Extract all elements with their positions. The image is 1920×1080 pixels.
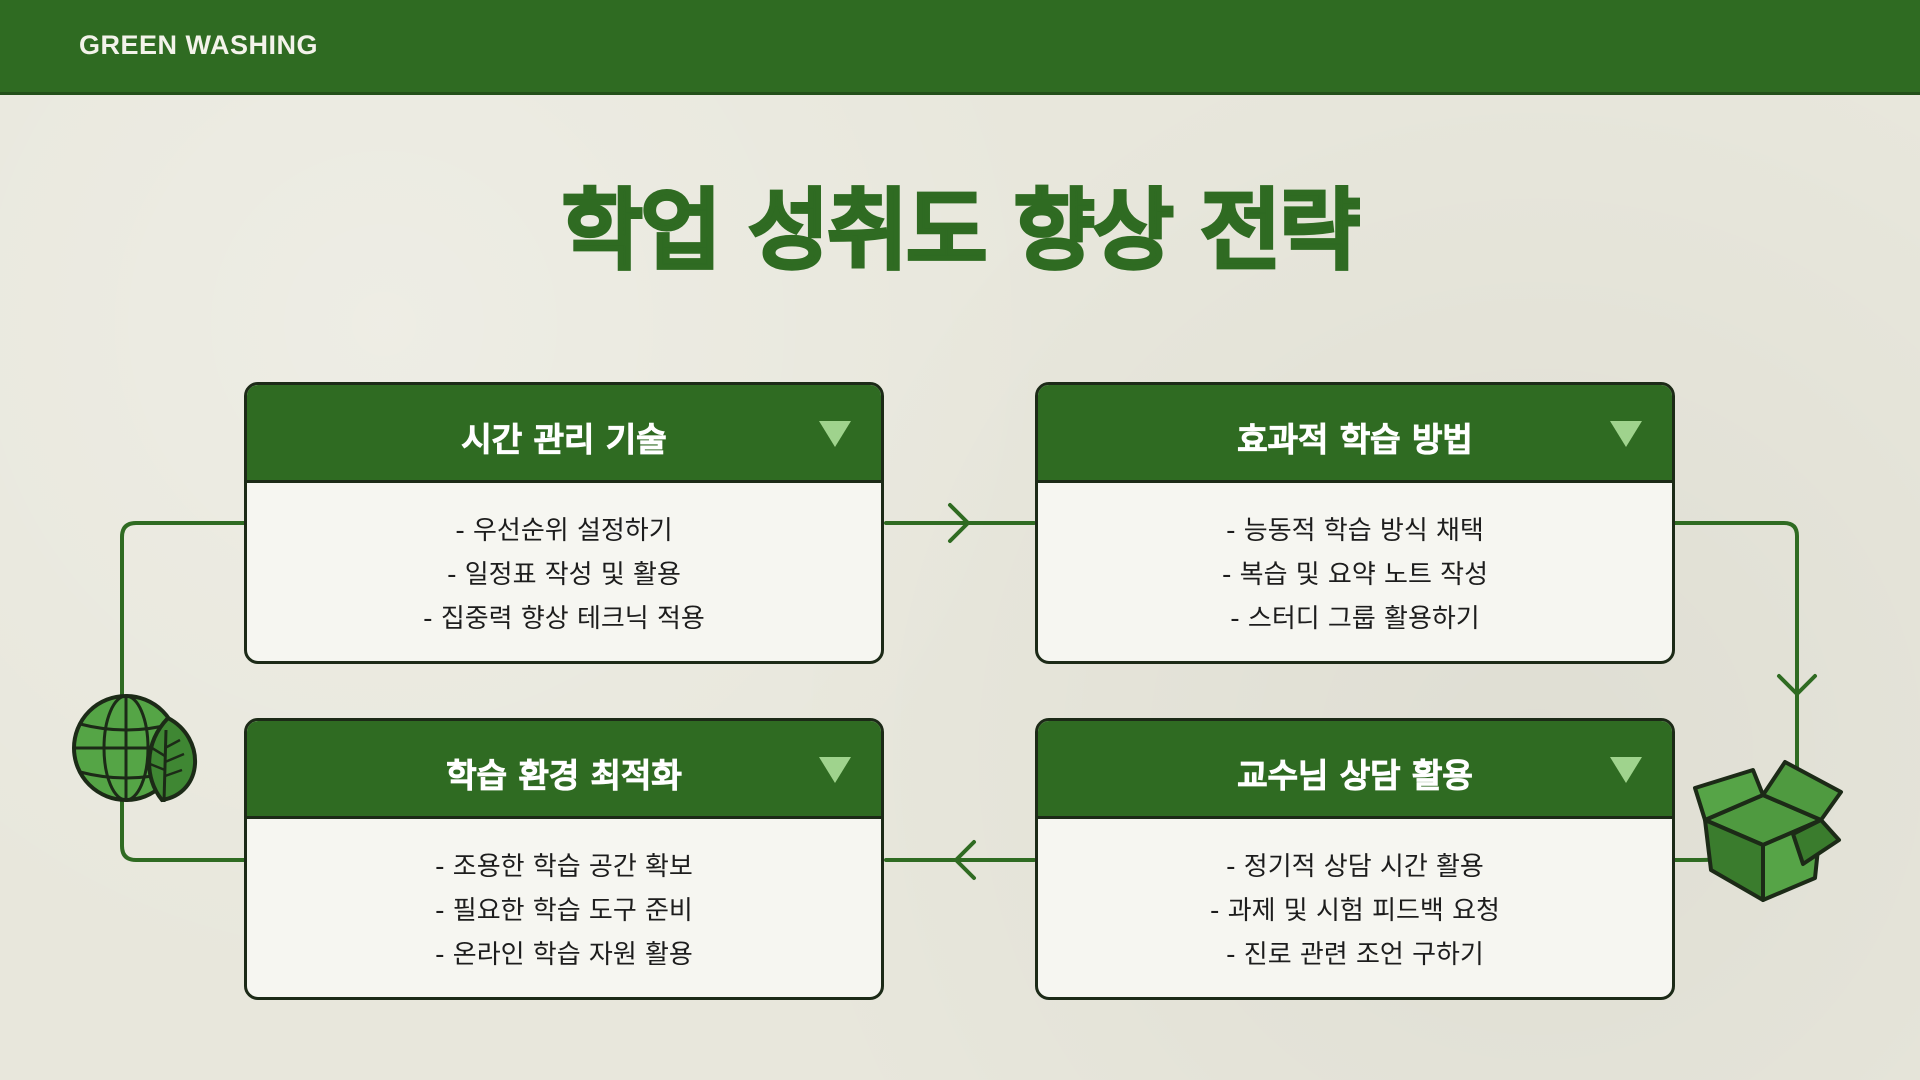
list-item: - 과제 및 시험 피드백 요청 — [1210, 896, 1500, 926]
triangle-down-icon[interactable] — [819, 421, 851, 447]
card-header: 교수님 상담 활용 — [1038, 721, 1672, 819]
list-item: - 우선순위 설정하기 — [455, 516, 673, 546]
card-title: 교수님 상담 활용 — [1237, 756, 1473, 796]
triangle-down-icon[interactable] — [1610, 757, 1642, 783]
card-body: - 조용한 학습 공간 확보 - 필요한 학습 도구 준비 - 온라인 학습 자… — [247, 819, 881, 977]
card-body: - 능동적 학습 방식 채택 - 복습 및 요약 노트 작성 - 스터디 그룹 … — [1038, 483, 1672, 641]
list-item: - 정기적 상담 시간 활용 — [1226, 852, 1484, 882]
card-study-environment[interactable]: 학습 환경 최적화 - 조용한 학습 공간 확보 - 필요한 학습 도구 준비 … — [244, 718, 884, 1000]
page-title: 학업 성취도 향상 전략 — [560, 178, 1362, 284]
card-title: 효과적 학습 방법 — [1237, 420, 1473, 460]
arrow-down — [1777, 674, 1817, 696]
card-title: 학습 환경 최적화 — [446, 756, 682, 796]
list-item: - 진로 관련 조언 구하기 — [1226, 940, 1484, 970]
card-header: 학습 환경 최적화 — [247, 721, 881, 819]
list-item: - 조용한 학습 공간 확보 — [435, 852, 693, 882]
globe-leaf-icon — [72, 694, 197, 803]
list-item: - 집중력 향상 테크닉 적용 — [423, 604, 705, 634]
card-title: 시간 관리 기술 — [461, 420, 667, 460]
top-bar: GREEN WASHING — [0, 0, 1920, 95]
triangle-down-icon[interactable] — [819, 757, 851, 783]
card-body: - 정기적 상담 시간 활용 - 과제 및 시험 피드백 요청 - 진로 관련 … — [1038, 819, 1672, 977]
list-item: - 온라인 학습 자원 활용 — [435, 940, 693, 970]
card-effective-study[interactable]: 효과적 학습 방법 - 능동적 학습 방식 채택 - 복습 및 요약 노트 작성… — [1035, 382, 1675, 664]
card-time-management[interactable]: 시간 관리 기술 - 우선순위 설정하기 - 일정표 작성 및 활용 - 집중력… — [244, 382, 884, 664]
triangle-down-icon[interactable] — [1610, 421, 1642, 447]
list-item: - 필요한 학습 도구 준비 — [435, 896, 693, 926]
brand-label: GREEN WASHING — [79, 30, 319, 60]
list-item: - 능동적 학습 방식 채택 — [1226, 516, 1484, 546]
card-header: 효과적 학습 방법 — [1038, 385, 1672, 483]
list-item: - 스터디 그룹 활용하기 — [1230, 604, 1480, 634]
card-body: - 우선순위 설정하기 - 일정표 작성 및 활용 - 집중력 향상 테크닉 적… — [247, 483, 881, 641]
arrow-left — [954, 840, 976, 880]
card-professor-consult[interactable]: 교수님 상담 활용 - 정기적 상담 시간 활용 - 과제 및 시험 피드백 요… — [1035, 718, 1675, 1000]
list-item: - 일정표 작성 및 활용 — [447, 560, 681, 590]
card-header: 시간 관리 기술 — [247, 385, 881, 483]
connector-left — [120, 521, 248, 862]
list-item: - 복습 및 요약 노트 작성 — [1222, 560, 1488, 590]
arrow-right — [948, 503, 970, 543]
recycle-box-icon — [1693, 760, 1843, 902]
